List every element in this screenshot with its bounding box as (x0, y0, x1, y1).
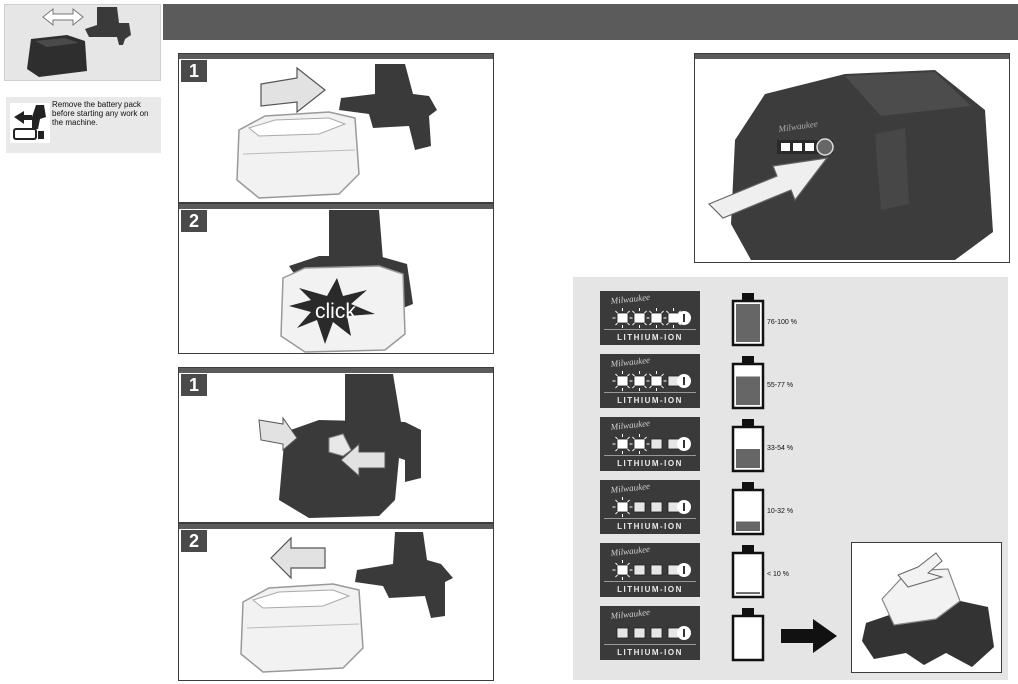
tool-foot (85, 7, 131, 45)
tool-foot (355, 532, 453, 618)
lithium-ion-label: LITHIUM-ION (617, 459, 683, 468)
led-off (633, 627, 646, 639)
battery-level-label: 76-100 % (767, 319, 797, 326)
step-number: 1 (181, 374, 207, 396)
panel-remove-step-1: 1 (178, 367, 494, 523)
led-off (650, 627, 663, 639)
panel-insert-step-2: 2 click (178, 203, 494, 354)
panel-charger (851, 542, 1002, 673)
step-number: 1 (181, 60, 207, 82)
battery-pack-attached (279, 420, 421, 518)
led-off (650, 501, 663, 513)
press-arrow-icon (258, 416, 298, 452)
led-lit (616, 438, 629, 450)
double-arrow-icon (42, 7, 84, 27)
battery-level-icon (731, 614, 765, 662)
led-lit (650, 375, 663, 387)
fuel-gauge-button (816, 138, 834, 156)
battery-level-fill (736, 592, 760, 594)
fuel-gauge-chart: MilwaukeeLITHIUM-IONMilwaukeeLITHIUM-ION… (600, 291, 837, 662)
panel-battery-led: Milwaukee (694, 53, 1010, 263)
brand-logo: Milwaukee (609, 355, 650, 369)
click-burst-icon (289, 278, 375, 344)
battery-level-label: 55-77 % (767, 382, 794, 389)
tool-handle (329, 210, 383, 260)
header-bar (163, 4, 1018, 40)
battery-level-fill (736, 449, 760, 468)
battery-level-icon (731, 551, 765, 599)
battery-pack (731, 70, 993, 260)
led-lit (616, 501, 629, 513)
lithium-ion-label: LITHIUM-ION (617, 522, 683, 531)
battery-level-label: 33-54 % (767, 445, 794, 452)
arrow-down-icon (897, 552, 944, 588)
brand-logo: Milwaukee (609, 607, 650, 621)
led-lit (616, 564, 629, 576)
press-arrow-icon (707, 157, 829, 219)
warning-box: Remove the battery pack before starting … (6, 97, 161, 153)
battery-level-fill (736, 521, 760, 531)
thumbnail-illustration (4, 4, 161, 81)
arrow-right-icon (260, 66, 326, 114)
step-number: 2 (181, 530, 207, 552)
led-lit (616, 375, 629, 387)
arrow-left-icon (270, 536, 326, 580)
press-arrow-icon (340, 442, 386, 478)
battery-level-fill (736, 304, 760, 342)
led-lit (633, 312, 646, 324)
battery-level-label: 10-32 % (767, 508, 794, 515)
lithium-ion-label: LITHIUM-ION (617, 585, 683, 594)
led-lit (633, 375, 646, 387)
led-off (633, 564, 646, 576)
battery-level-fill (736, 376, 760, 405)
panel-remove-step-2: 2 (178, 523, 494, 681)
led-off (616, 627, 629, 639)
tool-foot (339, 64, 437, 150)
brand-logo: Milwaukee (609, 418, 650, 432)
brand-logo: Milwaukee (609, 292, 650, 306)
lithium-ion-label: LITHIUM-ION (617, 396, 683, 405)
brand-logo: Milwaukee (609, 544, 650, 558)
step-number: 2 (181, 210, 207, 232)
lithium-ion-label: LITHIUM-ION (617, 333, 683, 342)
led-off (650, 564, 663, 576)
led-lit (650, 312, 663, 324)
release-button (328, 433, 352, 457)
battery-icon (27, 35, 87, 77)
led-lit (616, 312, 629, 324)
lithium-ion-label: LITHIUM-ION (617, 648, 683, 657)
click-label: click (315, 300, 356, 323)
arrow-right-icon (781, 619, 837, 653)
warning-text: Remove the battery pack before starting … (52, 100, 149, 127)
panel-insert-step-1: 1 (178, 53, 494, 203)
remove-battery-icon (10, 103, 50, 143)
led-lit (633, 438, 646, 450)
battery-swap-thumbnail (27, 7, 131, 77)
battery-level-label: < 10 % (767, 571, 789, 578)
led-off (650, 438, 663, 450)
tool-handle (345, 374, 401, 424)
led-off (633, 501, 646, 513)
brand-logo: Milwaukee (609, 481, 650, 495)
